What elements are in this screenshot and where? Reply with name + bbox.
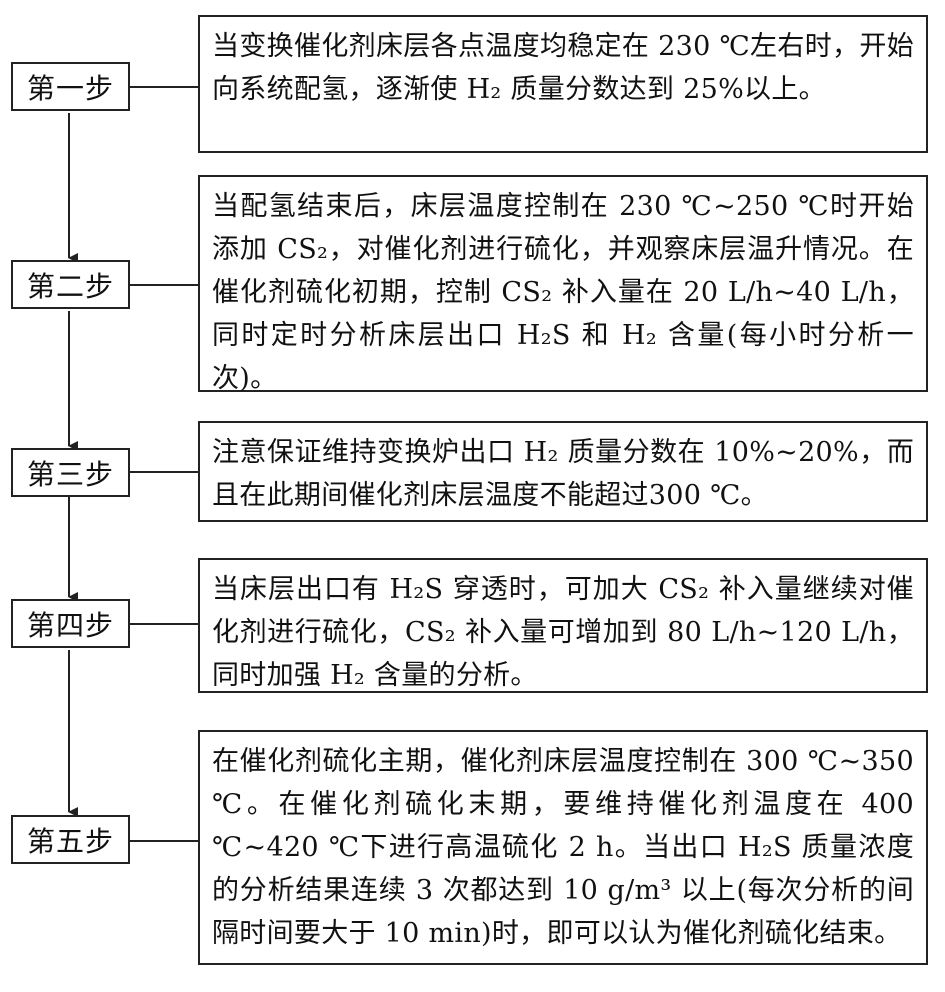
- step-description-2: 当配氢结束后，床层温度控制在 230 ℃~250 ℃时开始添加 CS₂，对催化剂…: [198, 175, 928, 394]
- step-text-3: 注意保证维持变换炉出口 H₂ 质量分数在 10%~20%，而且在此期间催化剂床层…: [212, 437, 914, 511]
- step-box-4: 第四步: [11, 599, 130, 648]
- step-label-5: 第五步: [26, 824, 114, 858]
- step-label-2: 第二步: [26, 269, 114, 303]
- step-box-3: 第三步: [11, 448, 130, 497]
- step-description-1: 当变换催化剂床层各点温度均稳定在 230 ℃左右时，开始向系统配氢，逐渐使 H₂…: [198, 15, 928, 153]
- step-label-1: 第一步: [26, 71, 114, 105]
- step-description-3: 注意保证维持变换炉出口 H₂ 质量分数在 10%~20%，而且在此期间催化剂床层…: [198, 421, 928, 522]
- step-box-2: 第二步: [11, 260, 130, 309]
- step-label-4: 第四步: [26, 608, 114, 642]
- step-description-5: 在催化剂硫化主期，催化剂床层温度控制在 300 ℃~350 ℃。在催化剂硫化末期…: [198, 730, 928, 965]
- step-text-1: 当变换催化剂床层各点温度均稳定在 230 ℃左右时，开始向系统配氢，逐渐使 H₂…: [212, 31, 914, 105]
- step-text-5: 在催化剂硫化主期，催化剂床层温度控制在 300 ℃~350 ℃。在催化剂硫化末期…: [212, 746, 914, 949]
- step-box-5: 第五步: [11, 815, 130, 864]
- step-box-1: 第一步: [11, 62, 130, 111]
- step-description-4: 当床层出口有 H₂S 穿透时，可加大 CS₂ 补入量继续对催化剂进行硫化，CS₂…: [198, 558, 928, 693]
- step-text-2: 当配氢结束后，床层温度控制在 230 ℃~250 ℃时开始添加 CS₂，对催化剂…: [212, 191, 914, 394]
- step-label-3: 第三步: [26, 457, 114, 491]
- step-text-4: 当床层出口有 H₂S 穿透时，可加大 CS₂ 补入量继续对催化剂进行硫化，CS₂…: [212, 574, 914, 691]
